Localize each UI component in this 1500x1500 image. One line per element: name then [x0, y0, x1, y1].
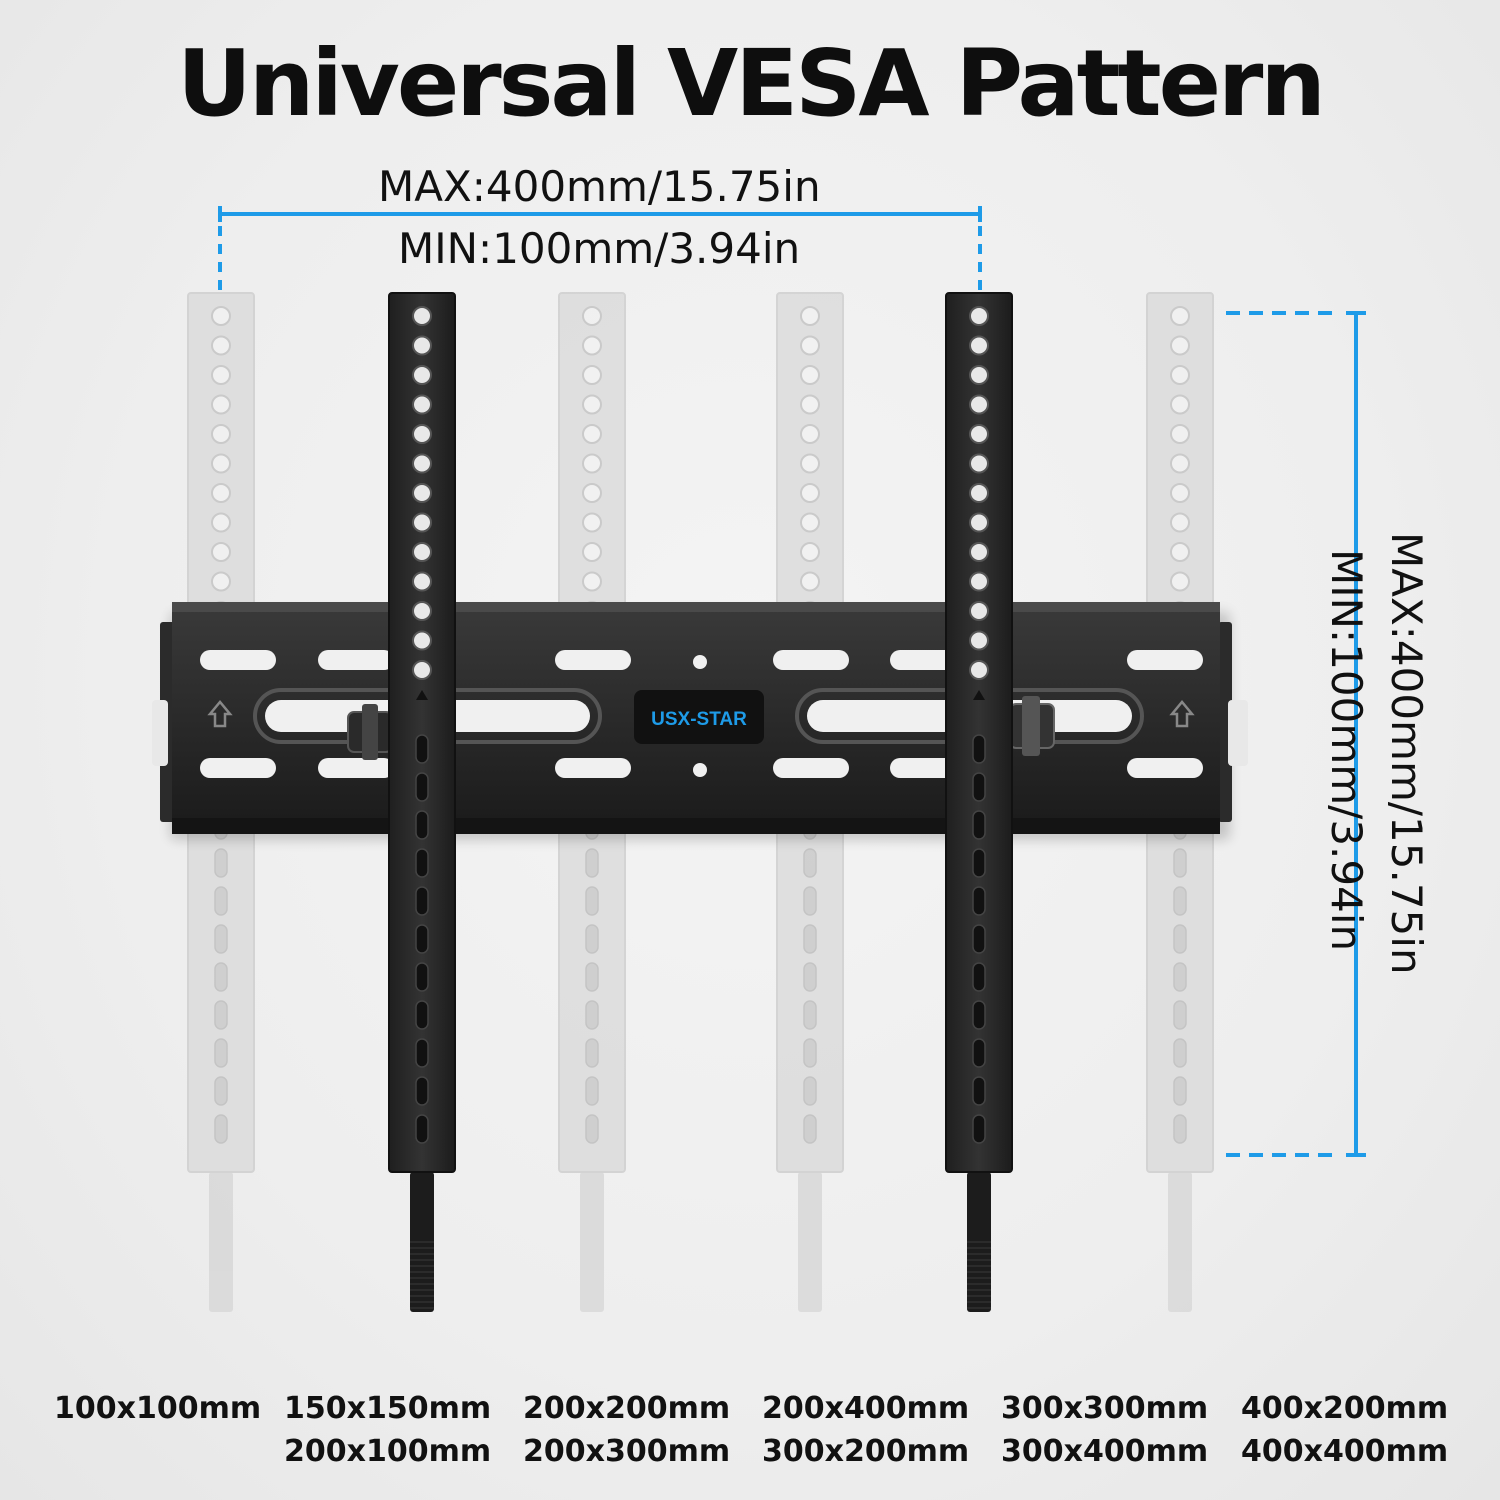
vesa-size-300x300: 300x300mm: [1001, 1391, 1209, 1426]
brand-logo: USX-STAR: [651, 709, 747, 730]
vesa-size-400x200: 400x200mm: [1241, 1391, 1449, 1426]
horizontal-min-label: MIN:100mm/3.94in: [398, 224, 801, 273]
horizontal-max-label: MAX:400mm/15.75in: [378, 162, 821, 211]
rail-slots: [200, 650, 1203, 778]
vesa-size-300x200: 300x200mm: [762, 1434, 970, 1469]
vertical-max-label: MAX:400mm/15.75in: [1382, 532, 1431, 975]
vesa-size-200x400: 200x400mm: [762, 1391, 970, 1426]
mounting-arm-right: [945, 292, 1013, 1312]
vesa-size-100x100: 100x100mm: [54, 1391, 262, 1426]
vesa-size-200x200: 200x200mm: [523, 1391, 731, 1426]
page-title: Universal VESA Pattern: [177, 30, 1326, 137]
vesa-size-300x400: 300x400mm: [1001, 1434, 1209, 1469]
tilt-knob-right: [1009, 696, 1055, 756]
vesa-size-400x400: 400x400mm: [1241, 1434, 1449, 1469]
mounting-arm-left: [388, 292, 456, 1312]
vesa-size-200x300: 200x300mm: [523, 1434, 731, 1469]
horizontal-dimension-line: [218, 206, 982, 290]
brand-badge: USX-STAR: [634, 690, 764, 744]
vertical-dimension-line: [1226, 311, 1366, 1157]
vesa-size-200x100: 200x100mm: [284, 1434, 492, 1469]
vertical-min-label: MIN:100mm/3.94in: [1322, 549, 1371, 952]
mounting-arms: [388, 292, 1013, 1312]
up-arrow-icons: [207, 700, 1195, 728]
tilt-knob-left: [347, 704, 393, 760]
vesa-size-150x150: 150x150mm: [284, 1391, 492, 1426]
